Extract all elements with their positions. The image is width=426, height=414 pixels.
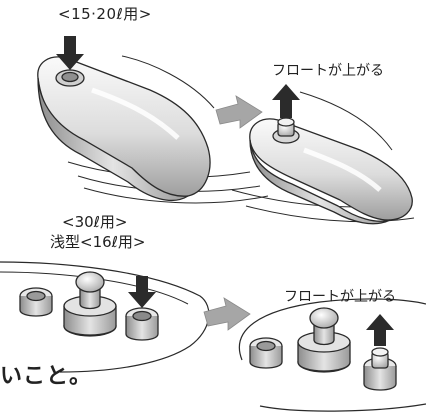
tank-rim: [238, 298, 426, 412]
down-arrow-icon: [56, 36, 84, 70]
float-rises-label-bottom: フロートが上がる: [284, 289, 396, 305]
size-label-30: <30ℓ用>: [62, 213, 128, 231]
tank-rim: [0, 261, 210, 373]
lid-float-down: [37, 55, 269, 204]
right-arrow-icon: [203, 297, 251, 331]
tank-interior-float-up: [238, 298, 426, 412]
note-text-fragment: いこと。: [0, 364, 93, 389]
lid-side-face: [249, 139, 391, 225]
up-arrow-icon: [272, 84, 300, 118]
tank-interior-float-down: [0, 261, 210, 373]
tank-back-curve: [121, 55, 215, 109]
lid-float-up: [231, 91, 415, 225]
lid-body: [249, 118, 413, 221]
right-arrow-icon: [215, 95, 263, 129]
float-rises-label-top: フロートが上がる: [272, 63, 384, 79]
size-label-shallow-16: 浅型<16ℓ用>: [50, 233, 146, 251]
float-knob: [75, 271, 105, 293]
float-knob: [309, 307, 339, 329]
lid-side-face: [37, 77, 189, 202]
down-arrow-icon: [128, 276, 156, 308]
up-arrow-icon: [366, 314, 394, 346]
size-label-15-20: <15·20ℓ用>: [58, 5, 152, 23]
